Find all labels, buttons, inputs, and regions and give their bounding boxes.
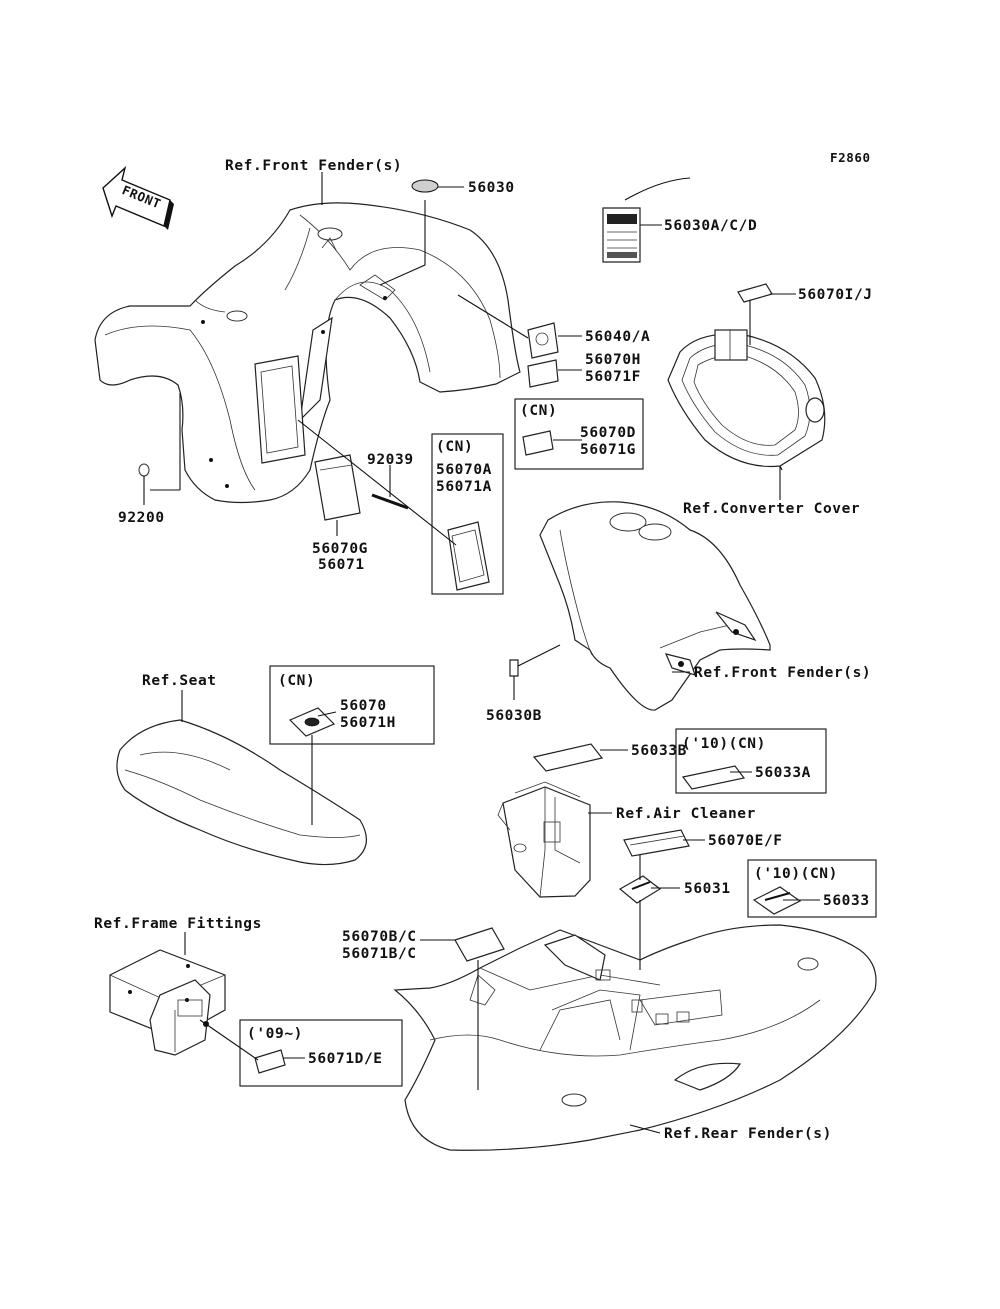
part-56040a-label: 56040/A bbox=[585, 329, 650, 345]
part-56070ij-label: 56070I/J bbox=[798, 287, 873, 303]
part-56070bc-label: 56070B/C bbox=[342, 929, 417, 945]
seat-drawing bbox=[116, 719, 367, 866]
ref-air-cleaner-label: Ref.Air Cleaner bbox=[616, 806, 756, 822]
label-56040a bbox=[527, 322, 559, 359]
y09-box-56071de bbox=[239, 1019, 403, 1087]
converter-cover-drawing bbox=[667, 329, 826, 471]
tag-56030b bbox=[509, 659, 519, 677]
label-56070ij bbox=[737, 283, 773, 303]
part-56070a-label: 56070A bbox=[436, 462, 492, 478]
y10-cn-box-56033 bbox=[747, 859, 877, 918]
cn-box-56070a bbox=[431, 433, 504, 595]
ref-front-fender-top-label: Ref.Front Fender(s) bbox=[225, 158, 402, 174]
front-fender-top-drawing bbox=[94, 202, 521, 504]
part-56071h-label: 56071H bbox=[340, 715, 396, 731]
front-fender-mid-drawing bbox=[539, 501, 771, 711]
front-arrow-icon: FRONT bbox=[102, 165, 174, 230]
y10-cn-label-2: ('10)(CN) bbox=[754, 866, 838, 882]
label-56031 bbox=[618, 875, 662, 904]
part-56070g-label: 56070G bbox=[312, 541, 368, 557]
ref-rear-fender-label: Ref.Rear Fender(s) bbox=[664, 1126, 832, 1142]
cn-label-3: (CN) bbox=[278, 673, 315, 689]
part-56071de-label: 56071D/E bbox=[308, 1051, 383, 1067]
y09-label: ('09~) bbox=[247, 1026, 303, 1042]
part-56030acd-label: 56030A/C/D bbox=[664, 218, 757, 234]
part-56071f-label: 56071F bbox=[585, 369, 641, 385]
cn-box-56070 bbox=[269, 665, 435, 745]
cap-56030 bbox=[411, 179, 439, 193]
label-56070h bbox=[527, 359, 559, 388]
label-56070bc bbox=[454, 927, 505, 962]
part-56033b-label: 56033B bbox=[631, 743, 687, 759]
cn-label-1: (CN) bbox=[520, 403, 557, 419]
part-56033a-label: 56033A bbox=[755, 765, 811, 781]
part-56030b-label: 56030B bbox=[486, 708, 542, 724]
label-56070g-sheet bbox=[314, 454, 361, 521]
figure-id: F2860 bbox=[830, 150, 871, 165]
ref-converter-cover-label: Ref.Converter Cover bbox=[683, 501, 860, 517]
frame-fittings-drawing bbox=[109, 949, 226, 1056]
ref-seat-label: Ref.Seat bbox=[142, 673, 217, 689]
part-56071bc-label: 56071B/C bbox=[342, 946, 417, 962]
fender-label-area bbox=[254, 355, 306, 464]
rear-fender-drawing bbox=[393, 924, 877, 1151]
part-56031-label: 56031 bbox=[684, 881, 731, 897]
leader-lines bbox=[143, 172, 820, 1134]
part-92039-label: 92039 bbox=[367, 452, 414, 468]
part-56070d-label: 56070D bbox=[580, 425, 636, 441]
y10-cn-box-56033a bbox=[675, 728, 827, 794]
part-56070-label: 56070 bbox=[340, 698, 387, 714]
ref-frame-fittings-label: Ref.Frame Fittings bbox=[94, 916, 262, 932]
part-92200-label: 92200 bbox=[118, 510, 165, 526]
tag-56030acd bbox=[602, 177, 691, 263]
label-56033b bbox=[532, 743, 604, 772]
part-56071-label: 56071 bbox=[318, 557, 365, 573]
part-56071a-label: 56071A bbox=[436, 479, 492, 495]
label-56070ef bbox=[623, 829, 690, 857]
air-cleaner-drawing bbox=[497, 781, 591, 898]
part-56030-label: 56030 bbox=[468, 180, 515, 196]
ref-front-fender-mid-label: Ref.Front Fender(s) bbox=[694, 665, 871, 681]
cn-box-56070d bbox=[514, 398, 644, 470]
cn-label-2: (CN) bbox=[436, 439, 473, 455]
part-56070h-label: 56070H bbox=[585, 352, 641, 368]
part-56033-label: 56033 bbox=[823, 893, 870, 909]
y10-cn-label-1: ('10)(CN) bbox=[682, 736, 766, 752]
part-56071g-label: 56071G bbox=[580, 442, 636, 458]
part-56070ef-label: 56070E/F bbox=[708, 833, 783, 849]
